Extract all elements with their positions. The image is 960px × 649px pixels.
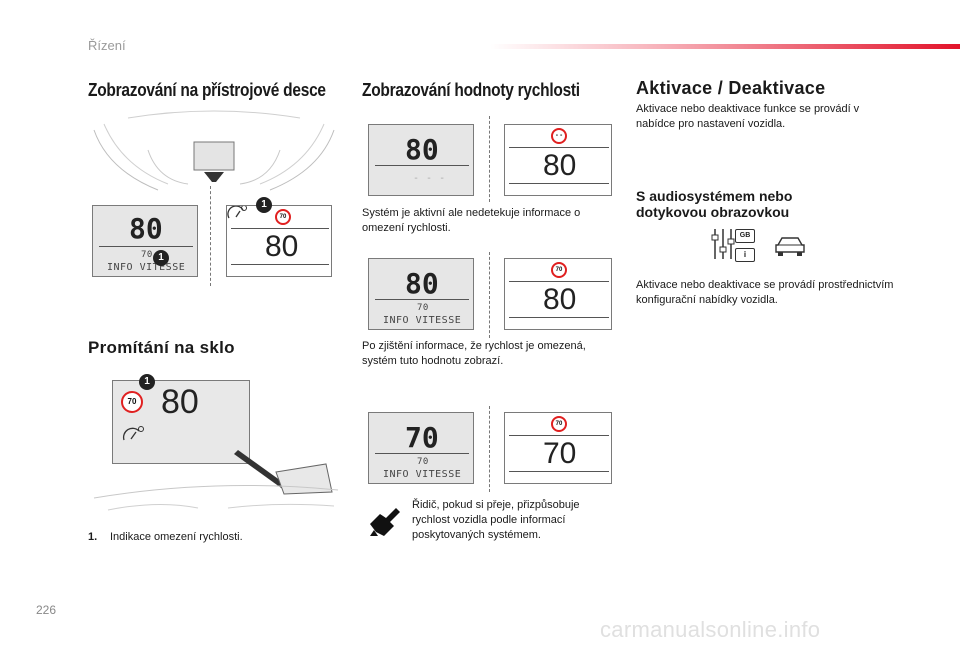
divider-line xyxy=(489,406,490,492)
info-vitesse-label: INFO VITESSE xyxy=(383,469,462,480)
state2-description: Po zjištění informace, že rychlost je om… xyxy=(362,340,586,367)
speed-sign-icon: 70 xyxy=(275,209,291,225)
speed-limit-value: 70 xyxy=(417,303,429,313)
instrument-panel-left: 70 70 INFO VITESSE xyxy=(368,412,474,484)
speed-sign-icon: - - xyxy=(551,128,567,144)
language-gb-icon: GB xyxy=(735,229,755,243)
activation-body: Aktivace nebo deaktivace se provádí pros… xyxy=(636,279,894,306)
panel-separator xyxy=(509,281,609,282)
divider-line xyxy=(210,186,211,286)
section-title-activation: Aktivace / Deaktivace xyxy=(636,78,826,98)
speed-value: 80 xyxy=(129,212,163,245)
instrument-panel-right: 70 80 xyxy=(504,258,612,330)
page-number: 226 xyxy=(36,603,57,617)
panel-separator xyxy=(509,147,609,148)
dashboard-illustration xyxy=(93,110,335,191)
instrument-panel-left: 80 - - - xyxy=(368,124,474,196)
divider-line xyxy=(489,252,490,338)
callout-marker-1: 1 xyxy=(153,250,169,266)
callout-marker-1: 1 xyxy=(256,197,272,213)
callout-marker-1: 1 xyxy=(139,374,155,390)
speed-sign-icon: 70 xyxy=(551,416,567,432)
footnote-text: Indikace omezení rychlosti. xyxy=(110,531,243,543)
panel-separator xyxy=(509,183,609,184)
speed-limit-icon xyxy=(227,205,247,219)
panel-separator xyxy=(99,246,193,247)
panel-separator xyxy=(375,165,469,166)
settings-sliders-icon xyxy=(711,229,735,259)
speed-limit-icon xyxy=(122,426,144,441)
instrument-panel-right: 70 80 xyxy=(226,205,332,277)
speed-value: 70 xyxy=(543,437,577,470)
panel-separator xyxy=(231,228,329,229)
instrument-panel-right: 70 70 xyxy=(504,412,612,484)
instrument-panel-right: - - 80 xyxy=(504,124,612,196)
info-vitesse-label: INFO VITESSE xyxy=(383,315,462,326)
no-limit-placeholder: - - - xyxy=(413,173,446,184)
activation-intro: Aktivace nebo deaktivace funkce se prová… xyxy=(636,103,860,130)
panel-separator xyxy=(375,453,469,454)
speed-limit-value: 70 xyxy=(417,457,429,467)
speed-sign-icon: 70 xyxy=(551,262,567,278)
instrument-panel-left: 80 70 INFO VITESSE xyxy=(368,258,474,330)
panel-separator xyxy=(509,317,609,318)
info-vitesse-label: INFO VITESSE xyxy=(107,262,186,273)
hud-speed-value: 80 xyxy=(161,383,199,421)
section-title-speed-display: Zobrazování hodnoty rychlosti xyxy=(362,80,580,100)
state3-description: Řidič, pokud si přeje, přizpůsobuje rych… xyxy=(412,499,580,541)
section-title-instrument: Zobrazování na přístrojové desce xyxy=(88,80,326,100)
breadcrumb: Řízení xyxy=(88,38,126,53)
panel-separator xyxy=(509,471,609,472)
speed-limit-value: 70 xyxy=(141,250,153,260)
speed-value: 80 xyxy=(543,283,577,316)
audio-section-title: S audiosystémem nebo dotykovou obrazovko… xyxy=(636,188,793,220)
speed-value: 80 xyxy=(543,149,577,182)
info-i-icon: i xyxy=(735,248,755,262)
watermark: carmanualsonline.info xyxy=(600,617,821,642)
panel-separator xyxy=(375,299,469,300)
panel-separator xyxy=(509,435,609,436)
instrument-panel-left: 80 70 INFO VITESSE xyxy=(92,205,198,277)
vehicle-car-icon xyxy=(775,237,805,256)
speed-value: 70 xyxy=(405,421,439,454)
divider-line xyxy=(489,116,490,202)
panel-separator xyxy=(231,264,329,265)
footnote-number: 1. xyxy=(88,531,98,543)
state1-description: Systém je aktivní ale nedetekuje informa… xyxy=(362,207,581,234)
section-title-hud: Promítání na sklo xyxy=(88,338,235,357)
speed-value: 80 xyxy=(265,230,299,263)
hud-display: 70 80 xyxy=(112,380,250,464)
speed-value: 80 xyxy=(405,267,439,300)
hand-tool-icon xyxy=(370,508,400,536)
speed-sign-icon: 70 xyxy=(121,391,143,413)
header-accent-bar xyxy=(490,44,960,49)
speed-value: 80 xyxy=(405,133,439,166)
windshield-illustration xyxy=(93,450,339,511)
